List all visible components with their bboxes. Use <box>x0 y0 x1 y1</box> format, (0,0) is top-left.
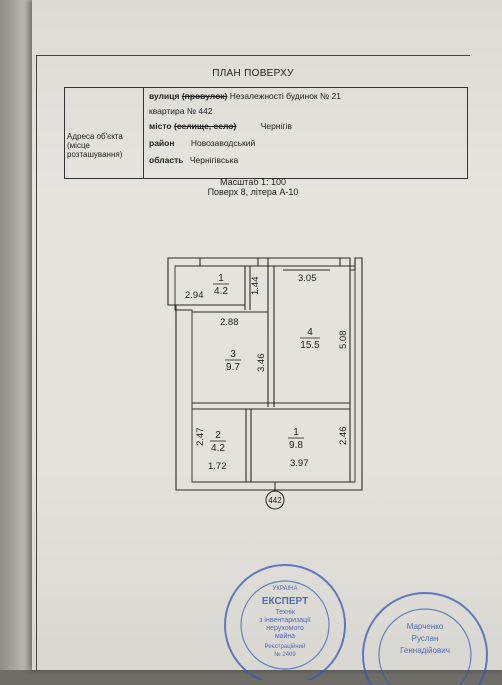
seal2-line-1: Марченко <box>407 622 444 631</box>
apartment-row: квартира № 442 <box>149 106 213 116</box>
city-value: Чернігів <box>260 121 292 131</box>
dim-3-46: 3.46 <box>256 354 267 373</box>
seal-line-4: з інвентаризації <box>259 616 310 624</box>
frame-top-line <box>36 55 470 56</box>
city-row: місто (селище, село) Чернігів <box>149 121 292 131</box>
seal-line-3: Технік <box>275 608 296 616</box>
region-value: Чернігівська <box>189 155 239 165</box>
city-label: місто <box>149 121 172 131</box>
region-row: область Чернігівська <box>149 155 238 165</box>
room-2-number: 2 <box>215 430 221 441</box>
dim-2-46: 2.46 <box>338 427 349 446</box>
address-table: Адреса об'єкта (місце розташування) вули… <box>64 87 468 179</box>
dim-1-44: 1.44 <box>250 277 261 296</box>
frame-left-line <box>36 55 37 670</box>
scale-label: Масштаб 1: 100 <box>219 177 287 187</box>
apartment-marker-label: 442 <box>268 496 282 505</box>
seal-line-5: нерухомого <box>266 625 303 632</box>
entrepreneur-seal: Марченко Руслан Геннадійович <box>362 592 488 685</box>
room-2-area: 4.2 <box>211 443 225 454</box>
seal-line-7: Реєстраційний <box>265 643 306 650</box>
seal-line-8: № 2409 <box>274 651 296 658</box>
city-struck: (селище, село) <box>174 121 237 131</box>
seal-line-6: майна <box>275 632 295 640</box>
dim-1-72: 1.72 <box>208 461 227 472</box>
floor-label: Поверх 8, літера А-10 <box>207 187 299 197</box>
district-row: район Новозаводський <box>149 138 255 148</box>
district-value: Новозаводський <box>190 138 256 148</box>
dim-2-88: 2.88 <box>220 317 239 328</box>
plan-walls <box>167 257 363 491</box>
room-5-area: 9.8 <box>289 440 303 451</box>
dim-5-08: 5.08 <box>338 331 349 350</box>
room-4-area: 15.5 <box>300 340 320 351</box>
seal-line-1: УКРАЇНА <box>273 585 298 592</box>
room-4-number: 4 <box>307 327 313 338</box>
room-3-number: 3 <box>230 349 236 360</box>
seal2-line-3: Геннадійович <box>400 646 450 655</box>
room-1-area: 4.2 <box>214 286 228 297</box>
expert-seal: УКРАЇНА ЕКСПЕРТ Технік з інвентаризації … <box>224 564 346 680</box>
seal-line-2: ЕКСПЕРТ <box>262 596 308 607</box>
room-3-area: 9.7 <box>226 362 240 373</box>
region-label: область <box>149 155 184 165</box>
district-label: район <box>149 138 175 148</box>
page-title: ПЛАН ПОВЕРХУ <box>212 68 294 79</box>
address-left-label: Адреса об'єкта (місце розташування) <box>67 132 123 159</box>
room-5-number: 1 <box>293 427 299 438</box>
dim-3-97: 3.97 <box>290 458 309 469</box>
document-sheet <box>32 0 502 670</box>
street-struck: (провулок) <box>181 91 228 101</box>
street-row: вулиця (провулок) Незалежності будинок №… <box>149 91 341 101</box>
room-1-number: 1 <box>218 273 224 284</box>
street-label: вулиця <box>149 91 180 101</box>
table-divider <box>143 88 144 178</box>
apartment-marker <box>265 490 285 510</box>
dim-2-94: 2.94 <box>185 290 204 301</box>
floor-plan: 1 4.2 3 9.7 4 15.5 2 4.2 1 9.8 2.94 1.44… <box>167 257 363 510</box>
seal2-line-2: Руслан <box>412 634 439 643</box>
dim-3-05: 3.05 <box>298 273 317 284</box>
street-value: Незалежності будинок № 21 <box>229 91 341 101</box>
dim-2-47: 2.47 <box>195 428 206 447</box>
